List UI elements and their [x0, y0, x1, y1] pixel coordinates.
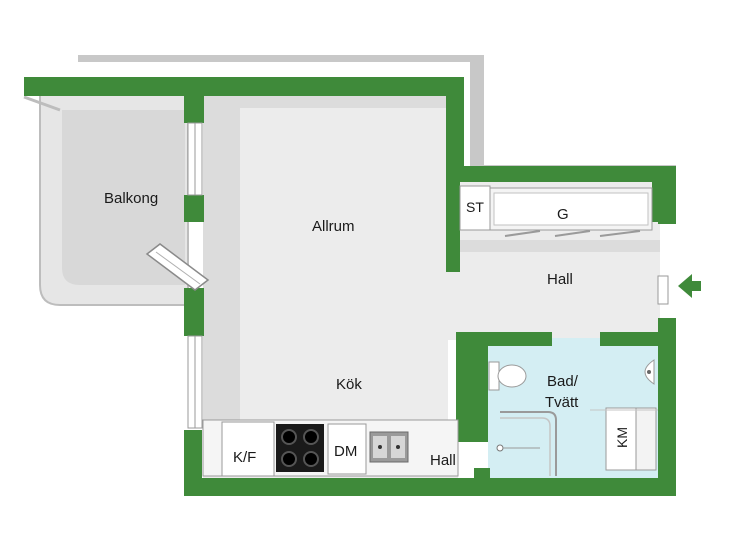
entrance-arrow-icon: [678, 274, 692, 298]
balcony-railing: [23, 95, 61, 112]
small-hall-label: Hall: [430, 452, 456, 469]
dishwasher: [327, 423, 367, 475]
sink-icon: [369, 431, 409, 463]
dishwasher-label: DM: [334, 443, 357, 460]
washing-machine-label: KM: [614, 427, 630, 448]
storage-label: ST: [466, 199, 484, 215]
toilet-icon: [488, 361, 527, 391]
living-room-label: Allrum: [312, 218, 355, 235]
stove-icon: [276, 424, 324, 472]
shower-icon: [496, 411, 557, 476]
living-floor: [203, 95, 448, 430]
fridge-freezer-label: K/F: [233, 449, 256, 466]
entrance-door: [657, 275, 669, 305]
washbasin-icon: [644, 359, 655, 385]
hall-floor-shade: [460, 240, 660, 252]
kitchen-counter: [202, 419, 459, 477]
wardrobe-label: G: [557, 206, 569, 223]
fridge-freezer: [221, 421, 275, 477]
hall-label: Hall: [547, 271, 573, 288]
bath-label-line2: Tvätt: [545, 394, 579, 411]
washing-machine: [605, 407, 637, 471]
walls: [24, 77, 676, 496]
kitchen-label: Kök: [336, 376, 362, 393]
balcony-inner-shade: [62, 110, 185, 285]
balcony-label: Balkong: [104, 190, 158, 207]
windows: [187, 122, 203, 429]
storage-st: [459, 185, 491, 231]
living-floor-shade: [203, 95, 448, 420]
bath-label-line1: Bad/: [547, 373, 579, 390]
